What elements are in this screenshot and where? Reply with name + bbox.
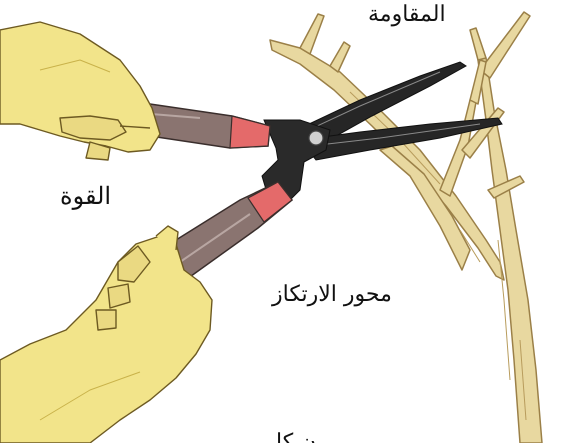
pivot-bolt-icon [309,131,323,145]
label-force: القوة [60,184,111,208]
label-bottom-cut: ن كا [276,432,316,443]
tree-branch [270,12,542,443]
bottom-hand [0,226,212,443]
top-hand [0,22,160,160]
label-fulcrum: محور الارتكاز [272,284,392,306]
label-resistance: المقاومة [368,4,446,26]
